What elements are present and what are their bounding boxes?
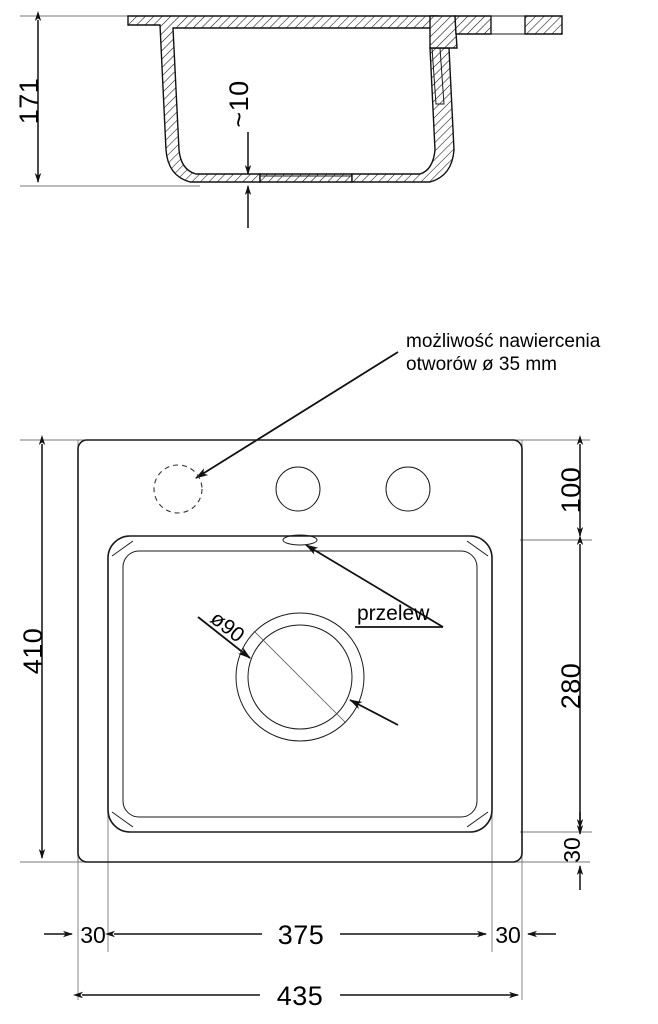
drain-diameter-leader-upper xyxy=(197,616,251,659)
drill-note-line1: możliwość nawiercenia xyxy=(406,331,601,352)
dimension-100-text: 100 xyxy=(556,467,586,514)
section-flange-inner-hatch xyxy=(454,15,492,35)
drain-diameter-line xyxy=(253,630,347,724)
dimension-375-text: 375 xyxy=(278,920,325,950)
dimension-171-text: 171 xyxy=(14,78,44,125)
overflow-leader xyxy=(305,544,444,628)
drain-diameter-text: ø90 xyxy=(206,607,249,647)
dimension-bottom-thickness: ~10 xyxy=(224,80,254,228)
overflow-label: przelew xyxy=(357,602,430,625)
dimension-30-right: 30 xyxy=(495,922,556,948)
bowl-corner-chamfer-tl xyxy=(111,540,134,557)
section-overflow-channel xyxy=(431,47,445,105)
drain-diameter-leader xyxy=(197,616,399,726)
drill-note-leader-line xyxy=(195,351,399,479)
overflow-leader-line xyxy=(305,544,444,628)
drill-note-line2: otworów ø 35 mm xyxy=(406,354,557,375)
drain-outer-circle xyxy=(235,612,365,742)
dimension-280-text: 280 xyxy=(556,663,586,710)
dimension-375-text-mask xyxy=(262,918,340,950)
dimension-30-left: 30 xyxy=(44,922,106,948)
bowl-outer-rim xyxy=(107,535,493,833)
bowl-corner-chamfer-bl xyxy=(111,811,134,828)
section-right-wall-hatch xyxy=(351,47,455,183)
drill-note-leader xyxy=(195,351,399,479)
overflow-slot xyxy=(282,534,318,546)
dimension-100: 100 xyxy=(556,435,586,537)
dimension-375: 375 xyxy=(105,918,487,950)
section-view: 171 ~10 xyxy=(14,11,563,228)
section-left-wall-hatch xyxy=(127,15,439,183)
section-flange-gap xyxy=(491,15,525,35)
drain-diameter-leader-lower xyxy=(349,699,399,726)
dimension-30-bottom: 30 xyxy=(559,812,585,890)
section-right-upper-hatch xyxy=(429,15,458,49)
dimension-30-right-text: 30 xyxy=(495,922,521,948)
bowl-corner-chamfer-tr xyxy=(466,540,489,557)
bowl-inner-edge xyxy=(122,550,478,818)
optional-faucet-hole-dashed xyxy=(153,464,203,514)
plan-view: możliwość nawiercenia otworów ø 35 mm xyxy=(18,331,601,1012)
dimension-280: 280 xyxy=(556,535,586,829)
dimension-410: 410 xyxy=(18,435,48,859)
dimension-435-text: 435 xyxy=(277,981,324,1011)
dimension-435-text-mask xyxy=(260,978,340,1012)
dimension-30-bottom-text: 30 xyxy=(559,837,585,863)
section-bottom-hatch-mid xyxy=(259,173,353,183)
dimension-435: 435 xyxy=(73,978,519,1012)
drain-inner-circle xyxy=(247,624,353,730)
faucet-hole-center xyxy=(275,466,321,512)
section-flange-outer-hatch xyxy=(524,15,563,35)
bowl-corner-chamfer-br xyxy=(466,811,489,828)
dimension-410-text: 410 xyxy=(18,628,48,675)
sink-outer-outline xyxy=(77,439,523,863)
dimension-30-left-text: 30 xyxy=(80,922,106,948)
dimension-10-text: ~10 xyxy=(224,80,254,127)
faucet-hole-right xyxy=(385,466,431,512)
dimension-171: 171 xyxy=(14,11,44,183)
